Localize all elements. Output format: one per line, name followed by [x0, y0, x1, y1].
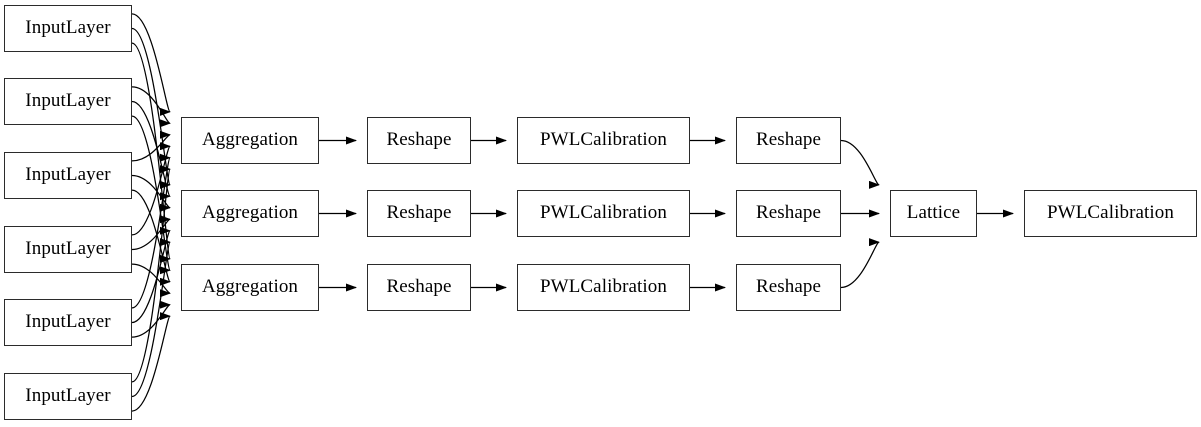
edge-input_5-to-agg_1 [131, 154, 171, 309]
edge-reshape_b1-to-lattice [840, 139, 880, 189]
edge-input_2-to-agg_2 [131, 100, 171, 201]
node-input_1[interactable]: InputLayer [4, 5, 132, 52]
edge-group [131, 13, 1014, 412]
edge-input_3-to-agg_1 [131, 130, 171, 162]
node-pwl_3[interactable]: PWLCalibration [517, 264, 690, 311]
node-input_4[interactable]: InputLayer [4, 226, 132, 273]
node-label: Reshape [386, 202, 452, 223]
edge-input_2-to-agg_1 [131, 86, 171, 128]
node-label: PWLCalibration [540, 129, 667, 150]
node-lattice[interactable]: Lattice [890, 190, 977, 237]
node-input_2[interactable]: InputLayer [4, 78, 132, 125]
node-label: Aggregation [201, 129, 299, 150]
node-label: Reshape [755, 276, 822, 297]
node-label: Lattice [906, 202, 961, 223]
node-reshape_b3[interactable]: Reshape [736, 264, 841, 311]
edge-input_6-to-agg_1 [131, 165, 171, 383]
node-label: PWLCalibration [540, 276, 667, 297]
edge-input_4-to-agg_3 [131, 263, 171, 298]
node-agg_1[interactable]: Aggregation [181, 117, 319, 164]
edge-input_6-to-agg_3 [131, 312, 171, 412]
node-label: InputLayer [25, 238, 111, 259]
edge-input_2-to-agg_3 [131, 115, 171, 274]
node-label: Reshape [386, 276, 452, 297]
node-label: Aggregation [201, 276, 299, 297]
edge-input_4-to-agg_1 [131, 142, 171, 236]
node-reshape_a3[interactable]: Reshape [367, 264, 471, 311]
edge-input_4-to-agg_2 [131, 215, 171, 251]
node-input_5[interactable]: InputLayer [4, 299, 132, 346]
node-reshape_a1[interactable]: Reshape [367, 117, 471, 164]
node-pwl_out[interactable]: PWLCalibration [1024, 190, 1197, 237]
node-label: Reshape [386, 129, 452, 150]
node-label: InputLayer [25, 311, 111, 332]
node-label: InputLayer [25, 17, 111, 38]
node-reshape_b2[interactable]: Reshape [736, 190, 841, 237]
node-label: Reshape [755, 129, 822, 150]
node-label: PWLCalibration [540, 202, 667, 223]
edge-input_1-to-agg_1 [131, 13, 171, 116]
node-label: InputLayer [25, 164, 111, 185]
node-input_3[interactable]: InputLayer [4, 152, 132, 199]
node-agg_2[interactable]: Aggregation [181, 190, 319, 237]
node-label: InputLayer [25, 385, 111, 406]
node-input_6[interactable]: InputLayer [4, 373, 132, 420]
node-reshape_b1[interactable]: Reshape [736, 117, 841, 164]
node-label: Aggregation [201, 202, 299, 223]
edge-input_6-to-agg_2 [131, 238, 171, 398]
node-pwl_2[interactable]: PWLCalibration [517, 190, 690, 237]
node-pwl_1[interactable]: PWLCalibration [517, 117, 690, 164]
node-label: PWLCalibration [1047, 202, 1174, 223]
node-agg_3[interactable]: Aggregation [181, 264, 319, 311]
edge-reshape_b3-to-lattice [840, 238, 880, 289]
node-reshape_a2[interactable]: Reshape [367, 190, 471, 237]
node-label: InputLayer [25, 90, 111, 111]
node-label: Reshape [755, 202, 822, 223]
